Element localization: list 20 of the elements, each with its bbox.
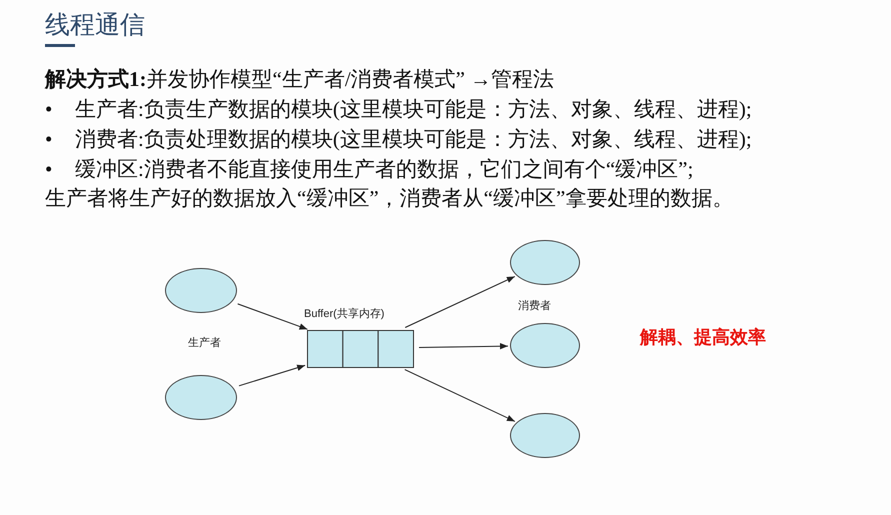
text-line: 消费者:负责处理数据的模块(这里模块可能是：方法、对象、线程、进程); xyxy=(75,126,752,152)
diagram-label: 消费者 xyxy=(518,299,551,313)
bullet-marker: • xyxy=(45,96,52,122)
slide-title: 线程通信 xyxy=(45,10,145,41)
buffer-label: Buffer(共享内存) xyxy=(304,306,384,321)
text-line: 解决方式1:并发协作模型“生产者/消费者模式” →管程法 xyxy=(45,66,554,92)
arrow xyxy=(404,369,516,422)
ellipse-node xyxy=(510,413,580,458)
text-line: 生产者将生产好的数据放入“缓冲区”，消费者从“缓冲区”拿要处理的数据。 xyxy=(45,185,734,211)
arrow xyxy=(238,364,306,386)
ellipse-node xyxy=(510,240,580,285)
arrow xyxy=(404,276,516,328)
text-line: 生产者:负责生产数据的模块(这里模块可能是：方法、对象、线程、进程); xyxy=(75,96,752,122)
text-line: 缓冲区:消费者不能直接使用生产者的数据，它们之间有个“缓冲区”; xyxy=(75,156,694,182)
arrow xyxy=(418,343,508,350)
diagram-label: 生产者 xyxy=(188,336,221,350)
bullet-marker: • xyxy=(45,156,52,182)
bullet-marker: • xyxy=(45,126,52,152)
arrow xyxy=(237,303,308,330)
highlight-text: 解耦、提高效率 xyxy=(640,326,766,349)
